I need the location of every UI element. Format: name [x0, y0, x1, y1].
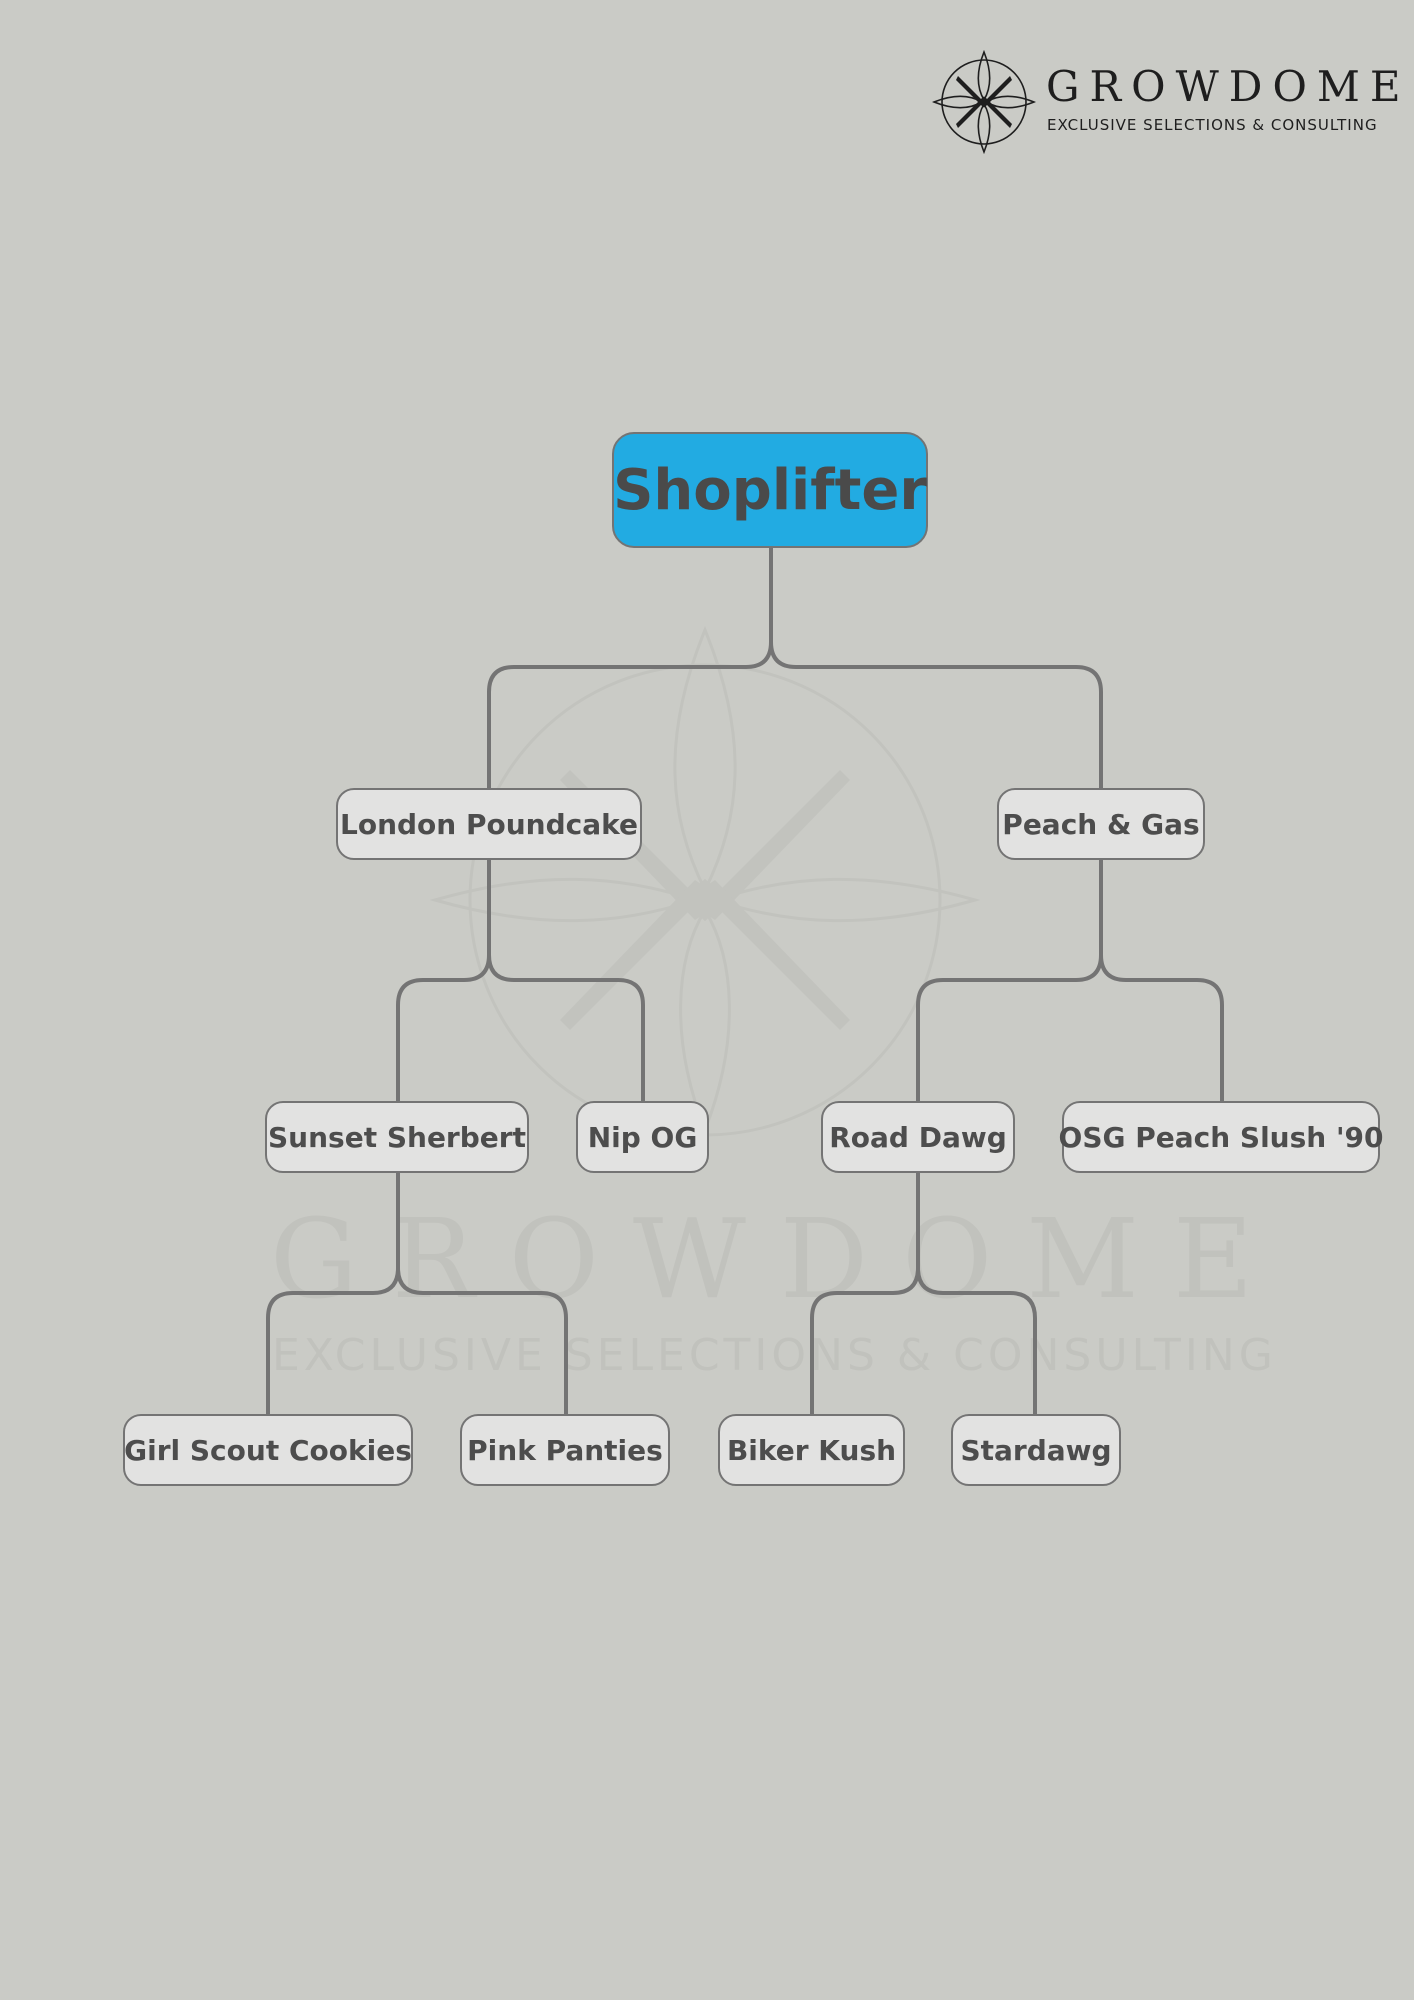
node-girl-scout-cookies: Girl Scout Cookies — [123, 1414, 413, 1486]
root-node-shoplifter: Shoplifter — [612, 432, 928, 548]
node-peach-and-gas: Peach & Gas — [997, 788, 1205, 860]
node-sunset-sherbert: Sunset Sherbert — [265, 1101, 529, 1173]
brand-name: GROWDOME — [1046, 62, 1411, 111]
cannabis-leaf-compass-icon — [932, 50, 1036, 154]
brand-tagline: EXCLUSIVE SELECTIONS & CONSULTING — [1047, 116, 1378, 134]
node-road-dawg: Road Dawg — [821, 1101, 1015, 1173]
connector-road-to-children — [810, 1173, 1037, 1416]
node-london-poundcake: London Poundcake — [336, 788, 642, 860]
watermark-brand-name: GROWDOME — [270, 1195, 1288, 1323]
node-nip-og: Nip OG — [576, 1101, 709, 1173]
watermark-brand-tagline: EXCLUSIVE SELECTIONS & CONSULTING — [272, 1330, 1277, 1381]
node-biker-kush: Biker Kush — [718, 1414, 905, 1486]
connector-root-to-parents — [487, 547, 1103, 790]
connector-sunset-to-children — [266, 1173, 568, 1416]
node-osg-peach-slush-90: OSG Peach Slush '90 — [1059, 1101, 1383, 1173]
connector-london-to-children — [396, 860, 645, 1103]
connector-peach-to-children — [916, 860, 1224, 1103]
node-pink-panties: Pink Panties — [460, 1414, 670, 1486]
node-stardawg: Stardawg — [951, 1414, 1121, 1486]
